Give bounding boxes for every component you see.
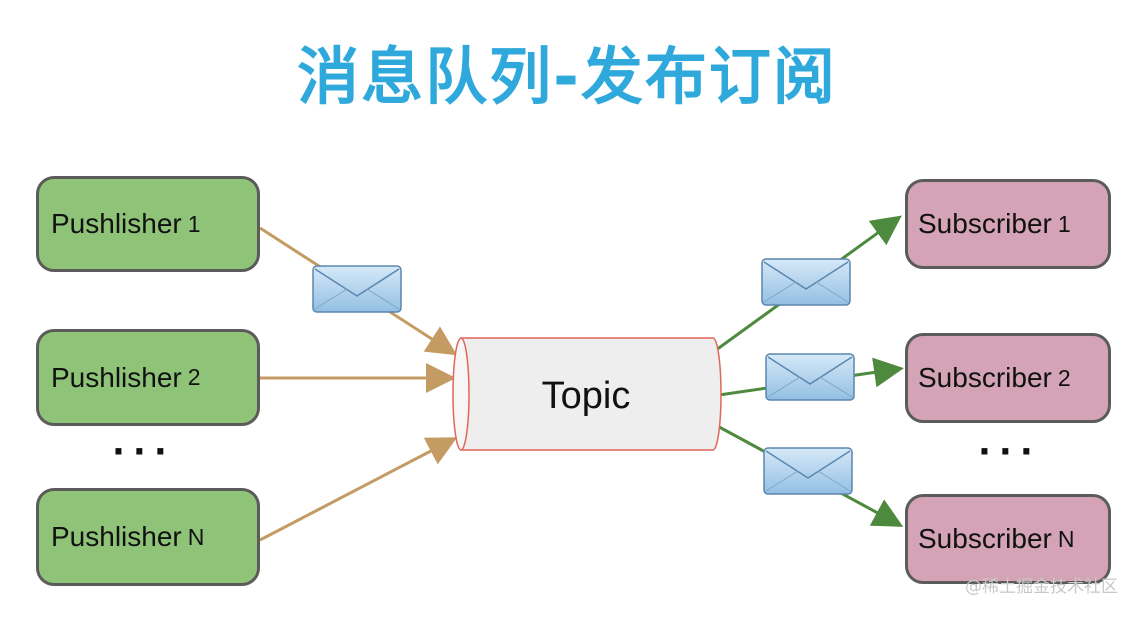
publisher-n-box: Pushlisher N (36, 488, 260, 586)
publisher-1-index: 1 (187, 210, 201, 237)
subscriber-2-box: Subscriber 2 (905, 333, 1111, 423)
topic-cylinder (452, 337, 722, 451)
publisher-1-name: Pushlisher (51, 208, 182, 239)
publisher-n-name: Pushlisher (51, 521, 182, 552)
subscriber-2-index: 2 (1057, 364, 1071, 391)
subscriber-n-box: Subscriber N (905, 494, 1111, 584)
publisher-1-box: Pushlisher 1 (36, 176, 260, 272)
publisher-n-index: N (187, 523, 205, 550)
publisher-2-index: 2 (187, 364, 201, 390)
publisher-ellipsis: ··· (112, 432, 175, 472)
subscriber-n-name: Subscriber (918, 523, 1052, 554)
subscriber-1-box: Subscriber 1 (905, 179, 1111, 269)
publisher-n-arrow (259, 437, 458, 542)
subscriber-n-index: N (1057, 525, 1075, 552)
envelope-icon (312, 265, 402, 313)
publisher-2-name: Pushlisher (51, 361, 182, 393)
watermark: @稀土掘金技术社区 (965, 577, 1118, 597)
subscriber-2-name: Subscriber (918, 362, 1052, 393)
diagram-title: 消息队列-发布订阅 (297, 40, 837, 113)
subscriber-1-name: Subscriber (918, 208, 1052, 239)
envelope-icon (761, 258, 851, 306)
envelope-icon (763, 447, 853, 495)
envelope-icon (765, 353, 855, 401)
subscriber-ellipsis: ··· (978, 432, 1041, 472)
topic-label: Topic (542, 375, 631, 417)
subscriber-1-index: 1 (1057, 210, 1071, 237)
publisher-2-box: Pushlisher 2 (36, 329, 260, 426)
